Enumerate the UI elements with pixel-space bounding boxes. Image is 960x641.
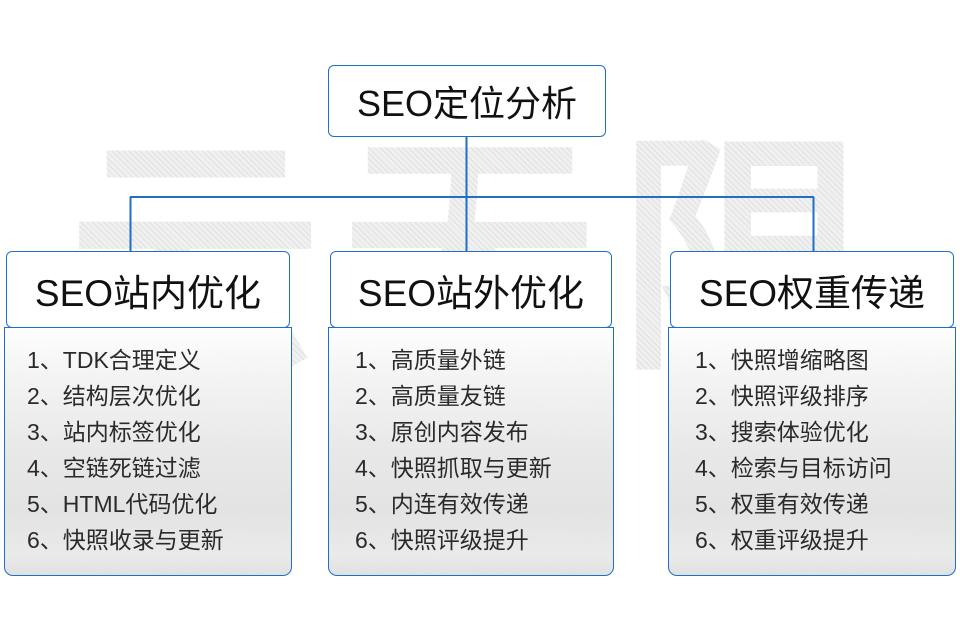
- list-item: 4、快照抓取与更新: [355, 455, 552, 481]
- list-item: 6、快照收录与更新: [27, 527, 224, 553]
- column-seo-onsite: SEO站内优化 1、TDK合理定义 2、结构层次优化 3、站内标签优化 4、空链…: [4, 251, 292, 576]
- list-item: 1、TDK合理定义: [27, 347, 201, 373]
- column-header-title-2: SEO站外优化: [357, 272, 585, 314]
- list-item: 3、搜索体验优化: [695, 419, 869, 445]
- list-item: 4、检索与目标访问: [695, 455, 892, 481]
- list-item: 6、快照评级提升: [355, 527, 529, 553]
- column-header-title-3: SEO权重传递: [698, 272, 926, 314]
- list-item: 4、空链死链过滤: [27, 455, 201, 481]
- list-item: 1、高质量外链: [355, 347, 506, 373]
- list-item: 1、快照增缩略图: [695, 347, 869, 373]
- column-header-3[interactable]: SEO权重传递: [670, 251, 954, 328]
- column-seo-weight-transfer: SEO权重传递 1、快照增缩略图 2、快照评级排序 3、搜索体验优化 4、检索与…: [668, 251, 956, 576]
- column-body-1: 1、TDK合理定义 2、结构层次优化 3、站内标签优化 4、空链死链过滤 5、H…: [4, 327, 292, 576]
- list-item: 6、权重评级提升: [695, 527, 869, 553]
- column-header-1[interactable]: SEO站内优化: [6, 251, 290, 328]
- root-node-title: SEO定位分析: [356, 83, 578, 124]
- column-seo-offsite: SEO站外优化 1、高质量外链 2、高质量友链 3、原创内容发布 4、快照抓取与…: [328, 251, 614, 576]
- column-header-2[interactable]: SEO站外优化: [330, 251, 612, 328]
- list-item: 3、站内标签优化: [27, 419, 201, 445]
- column-list-3: 1、快照增缩略图 2、快照评级排序 3、搜索体验优化 4、检索与目标访问 5、权…: [669, 342, 955, 558]
- column-body-3: 1、快照增缩略图 2、快照评级排序 3、搜索体验优化 4、检索与目标访问 5、权…: [668, 327, 956, 576]
- list-item: 5、内连有效传递: [355, 491, 529, 517]
- column-header-title-1: SEO站内优化: [34, 272, 262, 314]
- list-item: 3、原创内容发布: [355, 419, 529, 445]
- list-item: 2、结构层次优化: [27, 383, 201, 409]
- list-item: 2、高质量友链: [355, 383, 506, 409]
- column-list-1: 1、TDK合理定义 2、结构层次优化 3、站内标签优化 4、空链死链过滤 5、H…: [5, 342, 291, 558]
- list-item: 2、快照评级排序: [695, 383, 869, 409]
- column-list-2: 1、高质量外链 2、高质量友链 3、原创内容发布 4、快照抓取与更新 5、内连有…: [329, 342, 613, 558]
- list-item: 5、HTML代码优化: [27, 491, 218, 517]
- list-item: 5、权重有效传递: [695, 491, 869, 517]
- column-body-2: 1、高质量外链 2、高质量友链 3、原创内容发布 4、快照抓取与更新 5、内连有…: [328, 327, 614, 576]
- root-node[interactable]: SEO定位分析: [328, 65, 606, 137]
